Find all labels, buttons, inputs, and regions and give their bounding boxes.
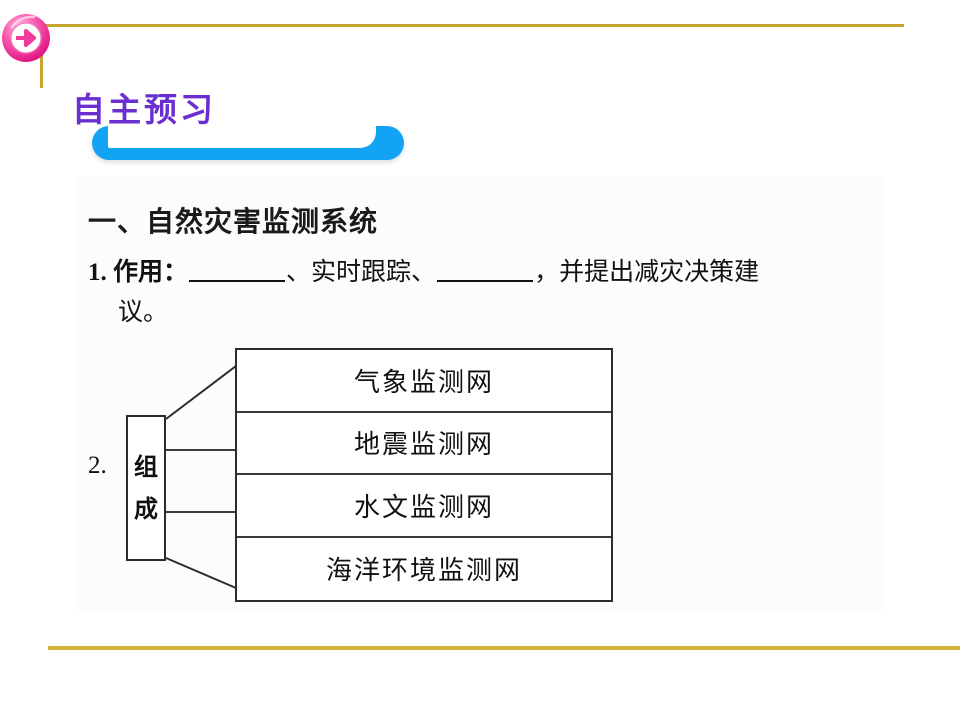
item-1-blank-2[interactable] — [437, 280, 534, 282]
item-1-middle-text: 实时跟踪 — [311, 259, 412, 286]
section-heading: 一、自然灾害监测系统 — [88, 205, 379, 238]
table-row: 地震监测网 — [237, 413, 611, 475]
item-1-paragraph: 1. 作用： 、实时跟踪、 ，并提出减灾决策建 议。 — [88, 252, 888, 333]
table-row: 海洋环境监测网 — [325, 556, 522, 586]
composition-label-top: 组 — [134, 453, 158, 481]
item-1-second-line: 议。 — [118, 299, 169, 326]
frame-bottom-line — [48, 646, 960, 650]
composition-label-bottom: 成 — [134, 495, 158, 523]
item-1-blank-1[interactable] — [189, 280, 286, 282]
item-2-number: 2. — [88, 452, 107, 479]
table-row: 气象监测网 — [237, 350, 611, 413]
item-1-lead: 作用： — [113, 257, 189, 286]
item-1-separator-2: 、 — [411, 259, 437, 286]
table-row: 水文监测网 — [237, 475, 611, 538]
banner-title: 自主预习 — [72, 90, 216, 129]
section-banner — [86, 88, 416, 168]
composition-box: 组 成 — [126, 415, 166, 561]
arrow-right-circle-icon — [0, 12, 52, 64]
item-1-tail-text: ，并提出减灾决策建 — [534, 259, 760, 286]
item-1-number: 1. — [88, 259, 107, 286]
item-1-separator-1: 、 — [286, 259, 312, 286]
monitoring-networks-table: 气象监测网 地震监测网 水文监测网 海洋环境监测网 — [235, 348, 613, 602]
frame-top-line — [40, 24, 904, 27]
item-2-diagram: 2. 组 成 气象监测网 地震监测网 水文监测网 海洋环境监测网 — [86, 340, 626, 610]
banner-ribbon-inner-cut — [108, 126, 376, 148]
